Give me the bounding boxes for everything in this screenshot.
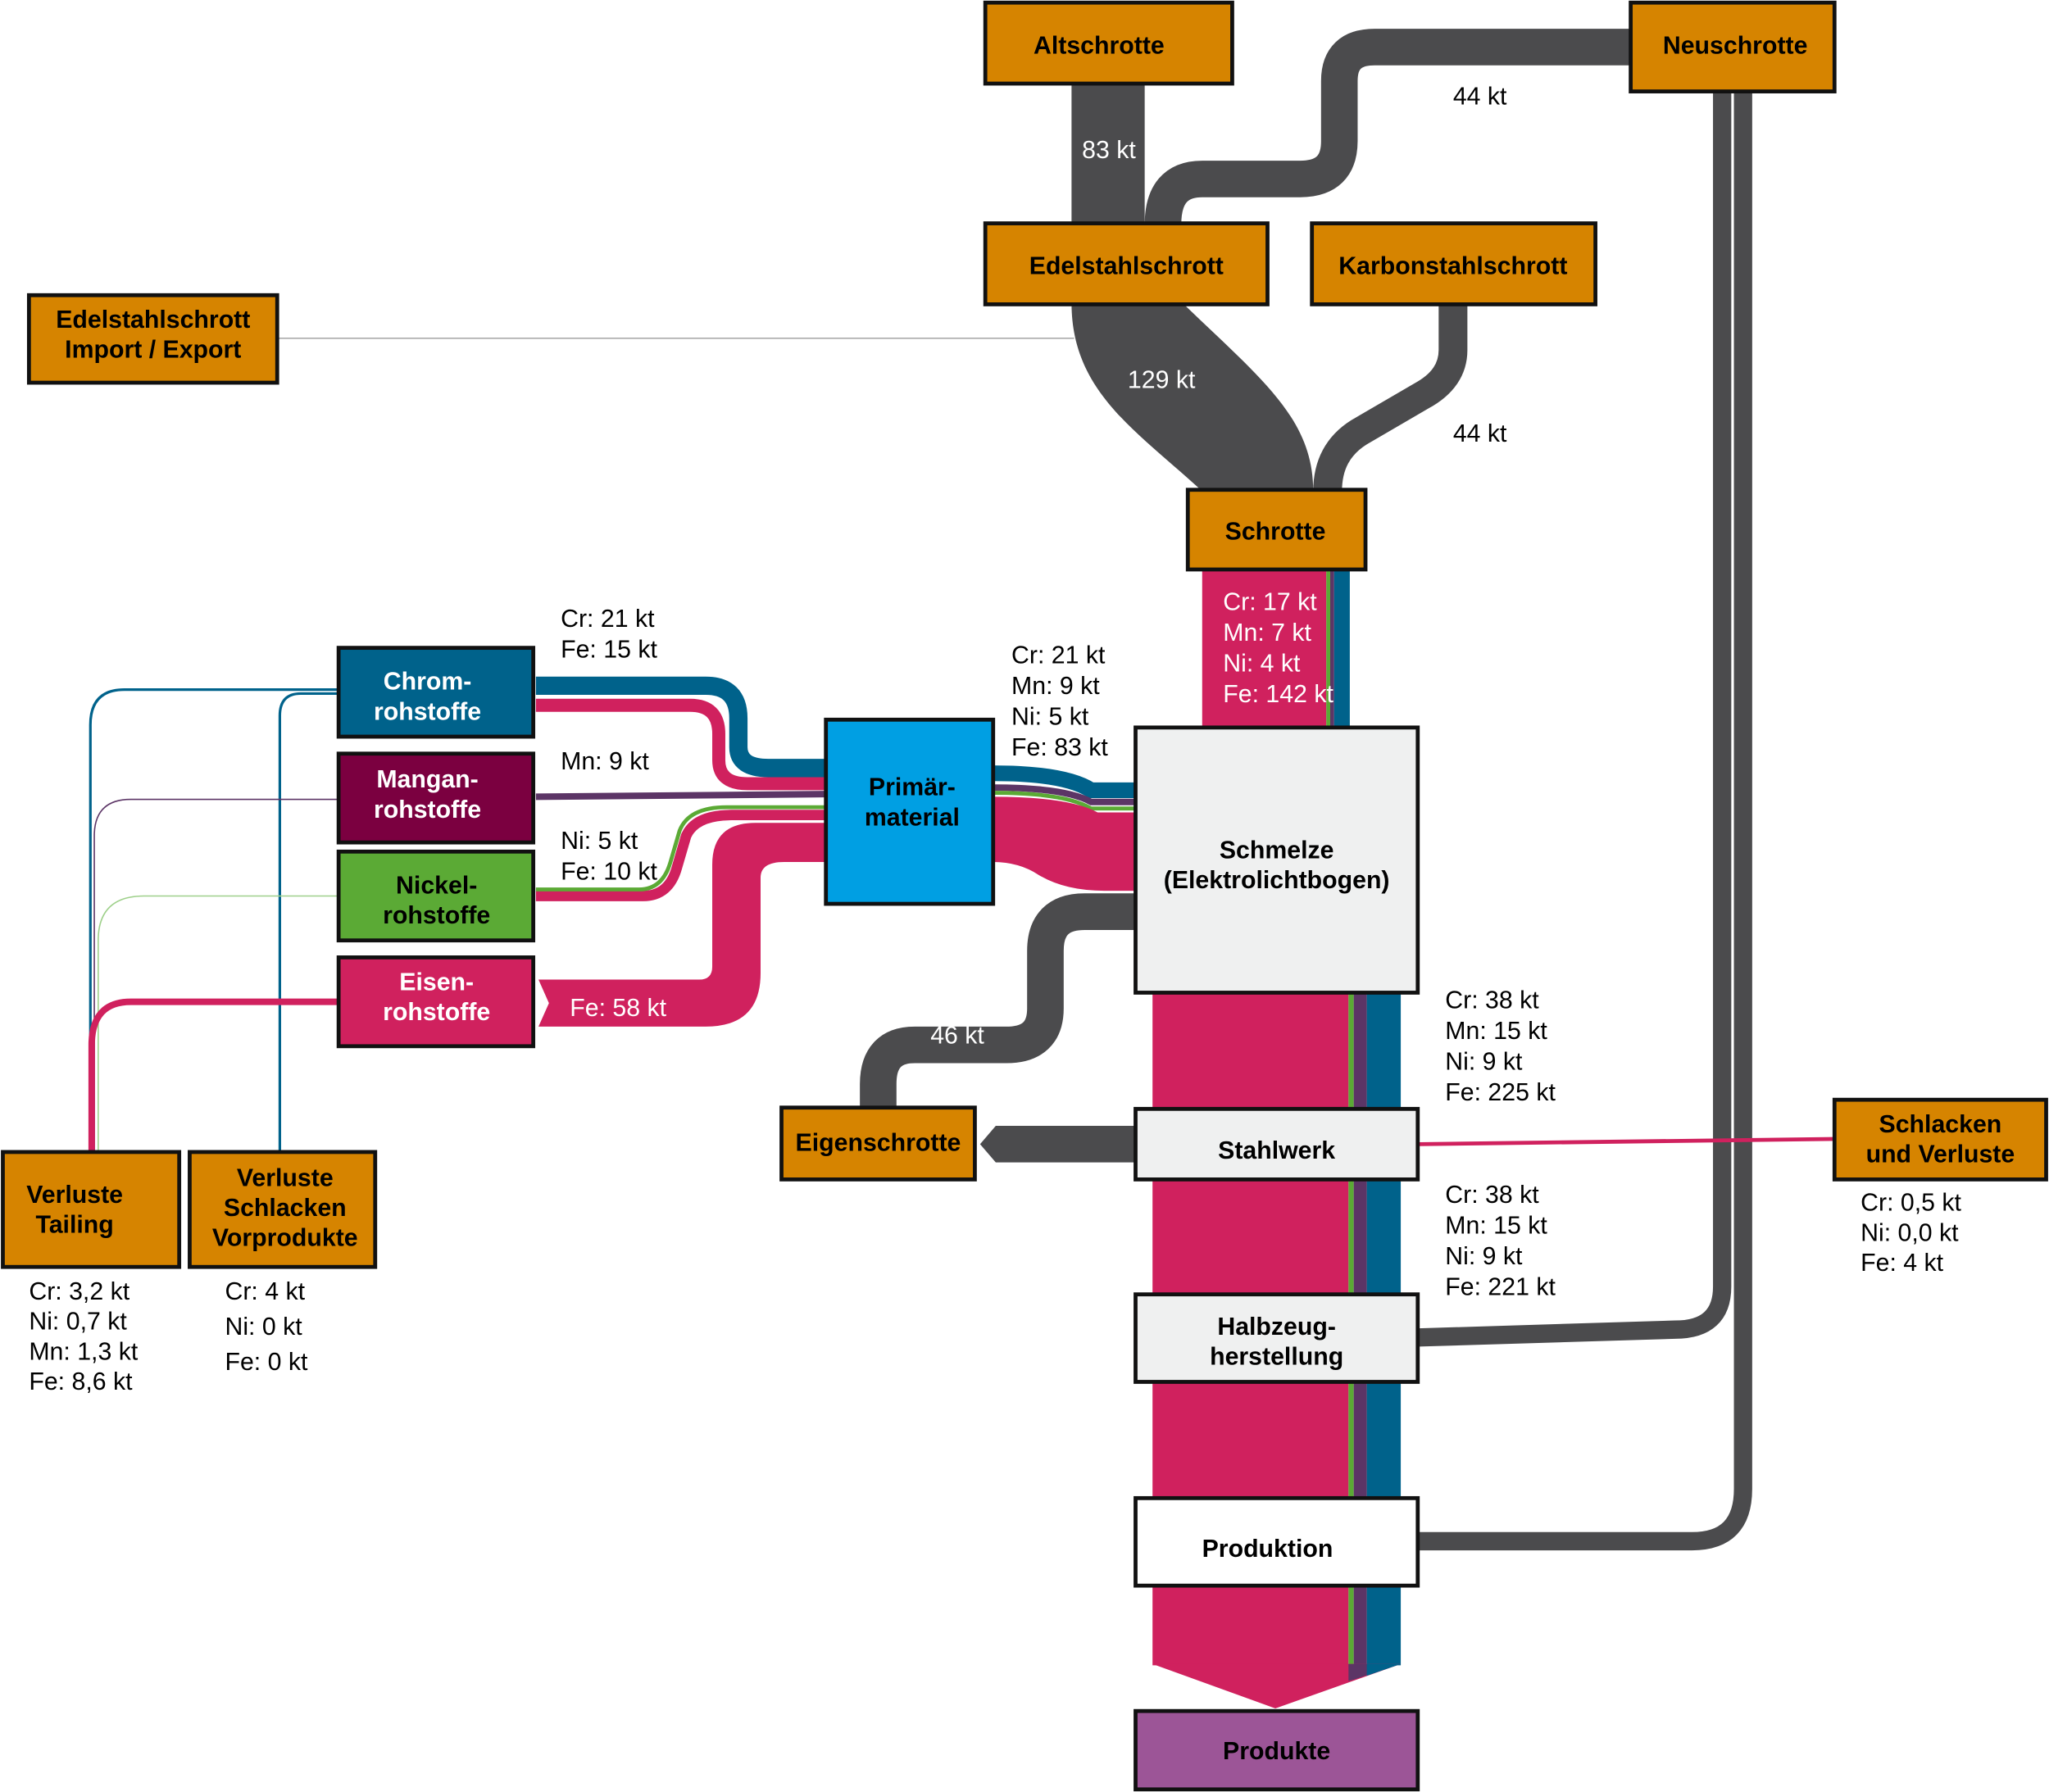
node-eisenrohstoffe[interactable]: Eisen-rohstoffe [336, 955, 536, 1049]
flow-primaer-schmelze-ni [993, 791, 1136, 811]
flow-primaer-schmelze-cr [993, 765, 1136, 798]
flow-edelstahl-schrotte [1071, 302, 1314, 492]
svg-text:Edelstahlschrott: Edelstahlschrott [1029, 253, 1224, 280]
flow-chrom-primaer-fe [535, 698, 826, 791]
svg-text:Altschrotte: Altschrotte [1034, 32, 1165, 59]
svg-text:Primär-material: Primär-material [865, 774, 960, 832]
svg-text:Chrom-rohstoffe: Chrom-rohstoffe [374, 669, 481, 726]
flow-stahlwerk-schlacken [1419, 1136, 1835, 1146]
flow-stahlwerk-eigenschrotte [979, 1126, 1136, 1163]
svg-text:Eigenschrotte: Eigenschrotte [796, 1129, 961, 1156]
flow-chrom-primaer-cr [535, 676, 826, 778]
flow-nickel-primaer-ni [535, 805, 826, 891]
loss-eisen-tailing [88, 998, 339, 1152]
flow-nickel-primaer-fe [535, 810, 826, 901]
node-neuschrotte[interactable]: Neuschrotte [1629, 0, 1837, 93]
loss-nickel-tailing [98, 895, 339, 1152]
label-altschrotte: 83 kt [1082, 137, 1136, 164]
label-karbon-schrotte: 44 kt [1453, 420, 1507, 447]
svg-text:Stahlwerk: Stahlwerk [1218, 1137, 1335, 1164]
loss-chrom-vorprodukte [278, 692, 339, 1152]
node-produktion[interactable]: Produktion [1134, 1495, 1420, 1588]
loss-mangan-tailing [93, 798, 339, 1152]
svg-text:Schrotte: Schrotte [1225, 518, 1326, 545]
node-edelstahlschrott[interactable]: Edelstahlschrott [983, 221, 1270, 306]
svg-text:Neuschrotte: Neuschrotte [1663, 32, 1808, 59]
flow-eisen-primaer [538, 823, 826, 1027]
node-schrotte[interactable]: Schrotte [1185, 488, 1368, 572]
node-produkte[interactable]: Produkte [1134, 1708, 1420, 1792]
node-altschrotte[interactable]: Altschrotte [983, 0, 1234, 86]
loss-chrom-tailing [89, 688, 339, 1152]
flow-karbon-schrotte [1313, 302, 1468, 492]
flow-neuschrotte-halbzeug [1419, 91, 1732, 1347]
flow-primaer-schmelze-mn [993, 784, 1136, 805]
svg-text:Produktion: Produktion [1202, 1536, 1333, 1563]
node-chromrohstoffe[interactable]: Chrom-rohstoffe [336, 646, 536, 739]
flow-schrotte-schmelze [1202, 569, 1350, 729]
flow-schmelze-eigenschrotte [860, 893, 1136, 1108]
svg-text:Schmelze(Elektrolichtbogen): Schmelze(Elektrolichtbogen) [1164, 837, 1390, 894]
svg-text:Nickel-rohstoffe: Nickel-rohstoffe [383, 872, 490, 929]
svg-text:Mangan-rohstoffe: Mangan-rohstoffe [374, 766, 481, 823]
label-neuschrotte: 44 kt [1453, 84, 1507, 111]
flow-mangan-primaer [535, 791, 826, 801]
label-eisen: Fe: 58 kt [570, 995, 666, 1022]
node-primaermaterial[interactable]: Primär-material [824, 717, 996, 906]
node-nickelrohstoffe[interactable]: Nickel-rohstoffe [336, 849, 536, 943]
flow-altschrotte-edelstahl [1071, 80, 1145, 225]
flow-primaer-schmelze-fe [993, 796, 1136, 891]
svg-text:Produkte: Produkte [1223, 1738, 1330, 1765]
node-eigenschrotte[interactable]: Eigenschrotte [779, 1105, 977, 1182]
node-stahlwerk[interactable]: Stahlwerk [1134, 1106, 1420, 1182]
svg-text:Halbzeug-herstellung: Halbzeug-herstellung [1210, 1313, 1343, 1371]
node-karbonstahlschrott[interactable]: Karbonstahlschrott [1310, 221, 1597, 306]
label-eigenschrotte: 46 kt [930, 1023, 984, 1050]
label-edelstahl-schrotte: 129 kt [1128, 366, 1196, 393]
flow-neuschrotte-produktion [1419, 91, 1752, 1551]
node-manganrohstoffe[interactable]: Mangan-rohstoffe [336, 751, 536, 845]
flow-neuschrotte-edelstahl [1144, 29, 1633, 226]
svg-text:Eisen-rohstoffe: Eisen-rohstoffe [383, 969, 490, 1026]
node-halbzeugherstellung[interactable]: Halbzeug-herstellung [1134, 1292, 1420, 1384]
label-mangan: Mn: 9 kt [561, 748, 649, 775]
node-schmelze[interactable]: Schmelze(Elektrolichtbogen) [1134, 725, 1420, 995]
svg-text:Karbonstahlschrott: Karbonstahlschrott [1338, 253, 1567, 280]
